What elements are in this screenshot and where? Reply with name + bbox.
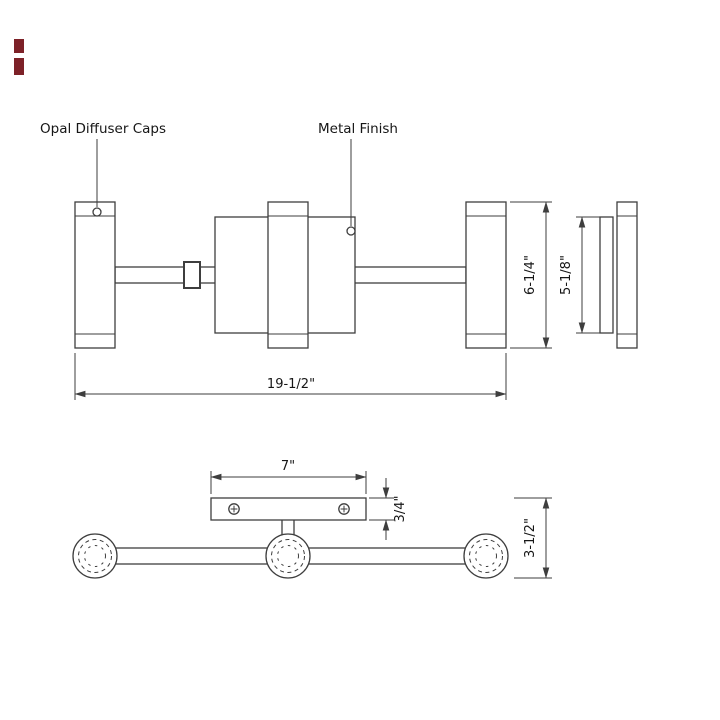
side-backplate-height-value: 5-1/8" <box>559 255 574 295</box>
side-view <box>599 201 638 349</box>
fixture-height-value: 6-1/4" <box>523 255 538 295</box>
leader-target-finish <box>346 226 356 236</box>
front-view <box>74 201 507 349</box>
left-light <box>74 201 116 349</box>
opal-diffuser-caps-label: Opal Diffuser Caps <box>40 121 166 137</box>
backplate-width-value: 7" <box>281 459 295 474</box>
center-light <box>267 201 309 349</box>
overall-depth-value: 3-1/2" <box>523 518 538 558</box>
diffuser-knob-center <box>265 533 311 579</box>
dimension-fixture-height: 6-1/4" <box>510 201 552 349</box>
arm-joint <box>183 261 201 289</box>
backplate-plan <box>210 497 367 521</box>
right-light-body <box>465 201 507 349</box>
corner-mark-top <box>14 39 24 53</box>
dimension-backplate-width: 7" <box>210 459 367 494</box>
dimension-fixture-width: 19-1/2" <box>74 353 507 400</box>
callouts: Opal Diffuser Caps Metal Finish <box>40 121 398 226</box>
leader-target-diffuser <box>92 207 102 217</box>
diffuser-knob-right <box>463 533 509 579</box>
side-light-profile <box>616 201 638 349</box>
metal-finish-label: Metal Finish <box>318 121 398 137</box>
side-backplate-profile <box>599 216 614 334</box>
side-light-body <box>616 201 638 349</box>
right-light <box>465 201 507 349</box>
center-light-body <box>267 201 309 349</box>
dimension-backplate-depth: 3/4" <box>369 478 408 540</box>
fixture-width-value: 19-1/2" <box>267 377 315 392</box>
backplate-depth-value: 3/4" <box>393 496 408 523</box>
corner-marks <box>14 39 24 75</box>
plan-view <box>72 497 509 579</box>
dimension-side-backplate-height: 5-1/8" <box>559 216 600 334</box>
diffuser-knob-left <box>72 533 118 579</box>
left-light-body <box>74 201 116 349</box>
dimension-overall-depth: 3-1/2" <box>514 497 552 579</box>
corner-mark-bottom <box>14 58 24 75</box>
